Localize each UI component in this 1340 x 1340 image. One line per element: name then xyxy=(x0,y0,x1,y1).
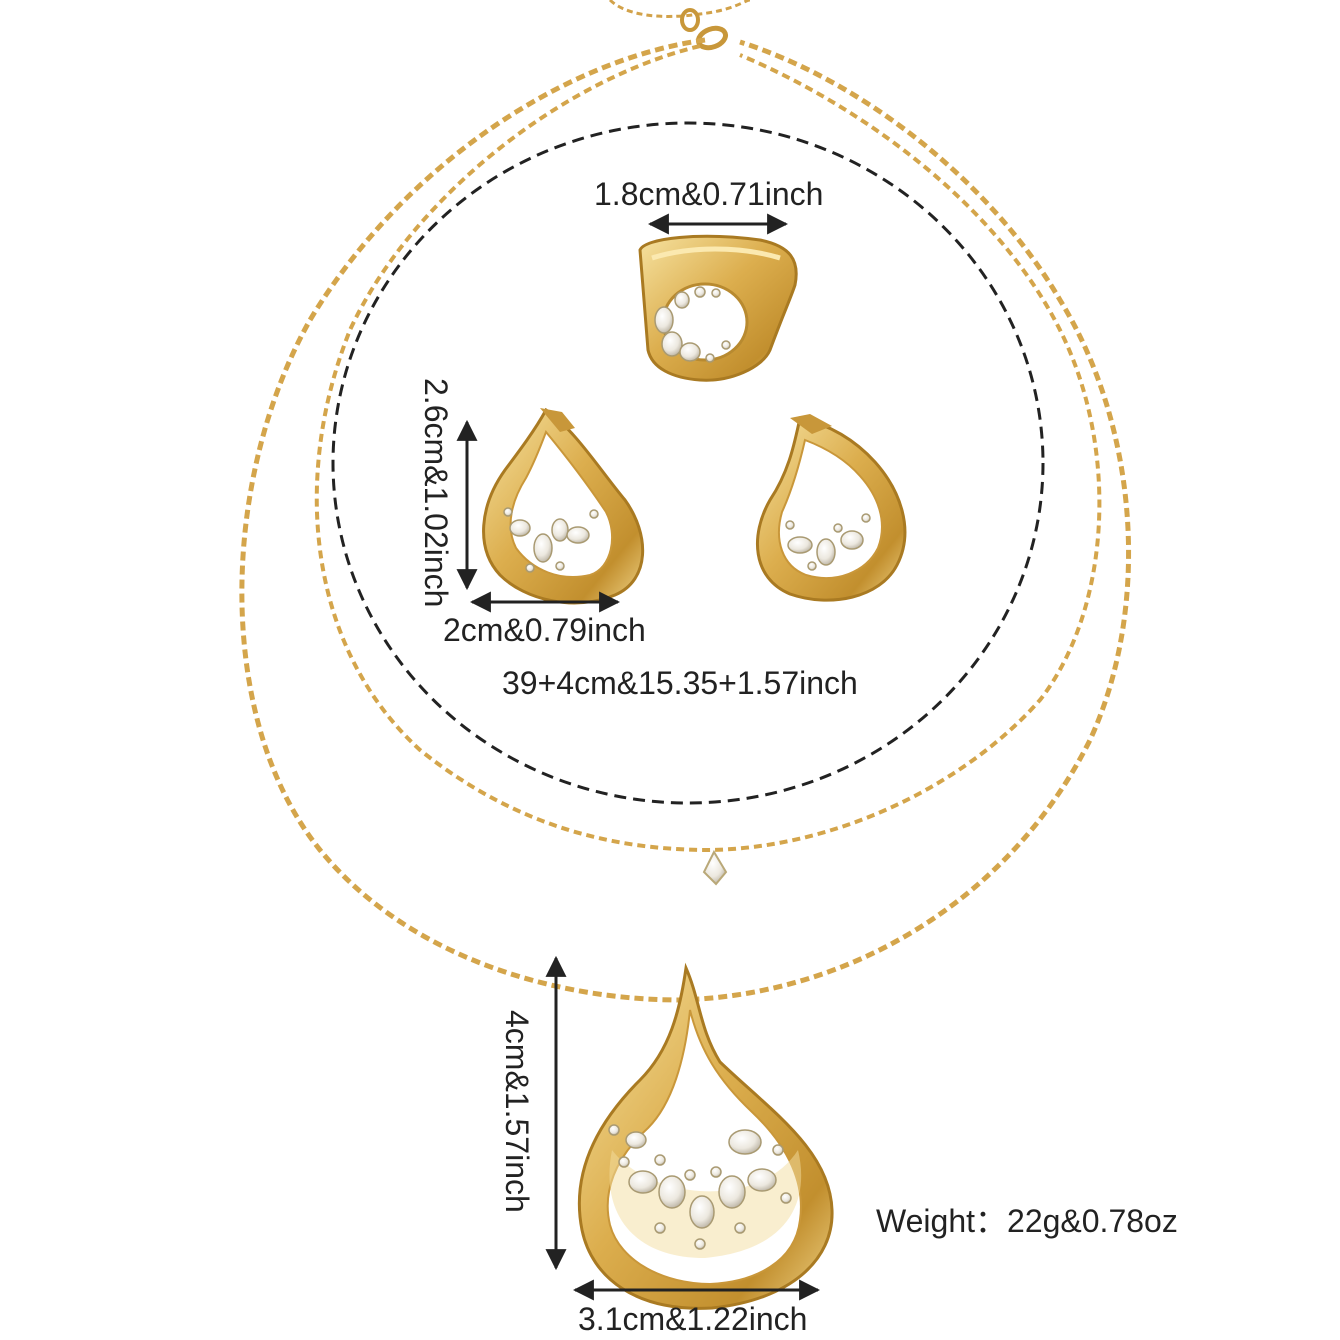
earring-height-label: 2.6cm&1.02inch xyxy=(418,378,454,608)
dashed-circle-guide xyxy=(331,121,1045,805)
earring-width-label: 2cm&0.79inch xyxy=(443,612,646,648)
left-earring-image xyxy=(482,407,645,605)
ring-width-label: 1.8cm&0.71inch xyxy=(594,176,824,212)
necklace-clasp xyxy=(608,0,751,51)
right-earring-image xyxy=(755,414,907,602)
pendant-height-label: 4cm&1.57inch xyxy=(499,1010,535,1213)
inner-necklace-chain xyxy=(314,44,1102,853)
ring-image xyxy=(638,234,798,382)
necklace-length-label: 39+4cm&15.35+1.57inch xyxy=(502,665,858,701)
weight-label: Weight：22g&0.78oz xyxy=(876,1203,1178,1239)
pendant-image xyxy=(577,962,834,1310)
pendant-width-label: 3.1cm&1.22inch xyxy=(578,1301,808,1337)
crystal-drop-charm xyxy=(702,849,728,886)
